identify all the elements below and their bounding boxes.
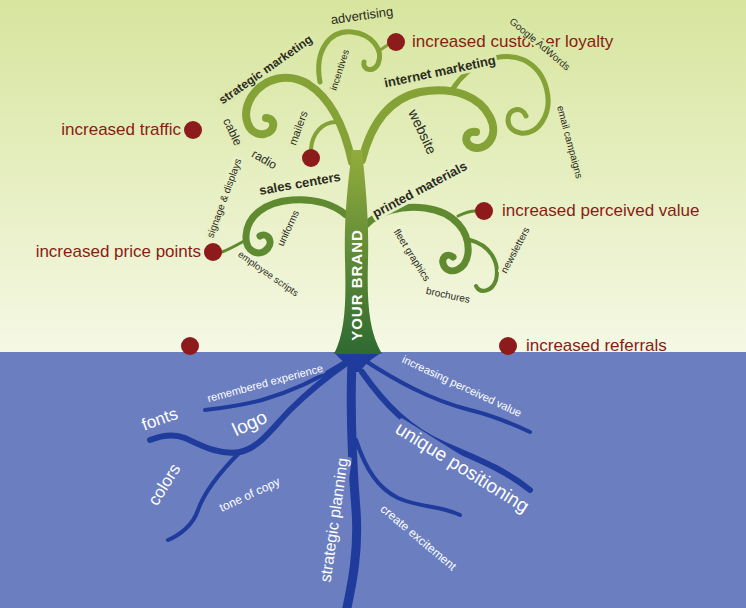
sky-ground [0,0,746,353]
branch-label: employee scripts [234,248,302,300]
branch-label: incentives [328,46,352,93]
outcome-label: increased perceived value [500,202,702,221]
branch-label: newsletters [497,223,532,276]
root-label: increasing perceived value [399,352,526,420]
root-label: create excitement [376,501,460,575]
branch-label: sales centers [256,169,344,198]
branch-label: fleet graphics [391,225,434,285]
branch-label: internet marketing [381,53,499,91]
branch-label: brochures [423,285,473,306]
root-label: unique positioning [390,417,534,518]
outcome-label: increased price points [34,243,203,262]
outcome-label: increased traffic [59,121,183,140]
root-label: fonts [138,404,183,436]
trunk-label: YOUR BRAND [349,227,366,343]
branch-label: advertising [328,4,396,27]
outcome-label: increased customer loyalty [410,33,615,52]
root-label: colors [144,459,186,511]
fruit-dots [181,33,517,355]
root-label: logo [227,406,272,442]
root-label: strategic planning [316,455,351,586]
root-label: tone of copy [216,474,284,515]
branch-label: cable [219,114,245,149]
outcome-label: increased referrals [524,337,669,356]
soil-ground [0,352,746,608]
branch-label: strategic marketing [215,32,317,109]
branch-label: email campaigns [554,102,585,181]
branch-label: uniforms [274,206,302,249]
branch-label: website [404,105,440,158]
branch-label: printed materials [369,158,472,222]
branch-label: mailers [286,107,311,148]
branch-label: signage & displays [204,155,244,241]
root-label: remembered experience [204,361,326,405]
branch-label: radio [247,147,280,174]
